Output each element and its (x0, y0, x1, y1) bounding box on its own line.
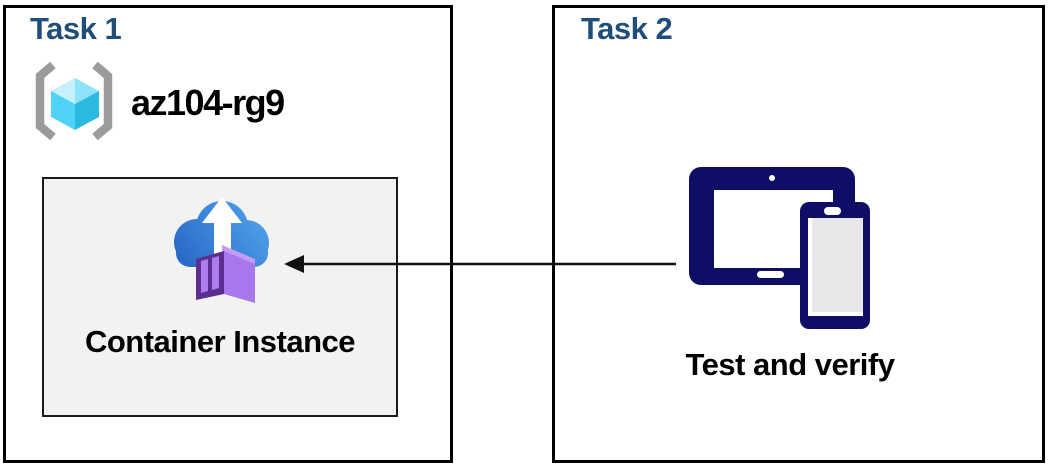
test-and-verify-label: Test and verify (685, 347, 895, 382)
tablet-camera-dot (769, 175, 775, 181)
phone-speaker (824, 207, 841, 215)
devices-icon (689, 167, 870, 329)
arrow-task2-to-task1 (284, 255, 676, 273)
upload-arrow-icon (202, 197, 242, 254)
resource-group-brackets (35, 61, 113, 140)
arrowhead-left-icon (284, 255, 304, 273)
container-cube-icon (196, 245, 255, 303)
container-instance-label: Container Instance (84, 324, 356, 359)
phone-icon (800, 202, 870, 329)
container-instances-icon (174, 197, 269, 303)
resource-group-name: az104-rg9 (131, 82, 285, 123)
resource-group-icon (35, 61, 113, 140)
task2-title: Task 2 (581, 11, 673, 46)
task1-title: Task 1 (30, 11, 122, 46)
tablet-home-button (757, 271, 784, 278)
resource-group-cube (51, 78, 99, 130)
